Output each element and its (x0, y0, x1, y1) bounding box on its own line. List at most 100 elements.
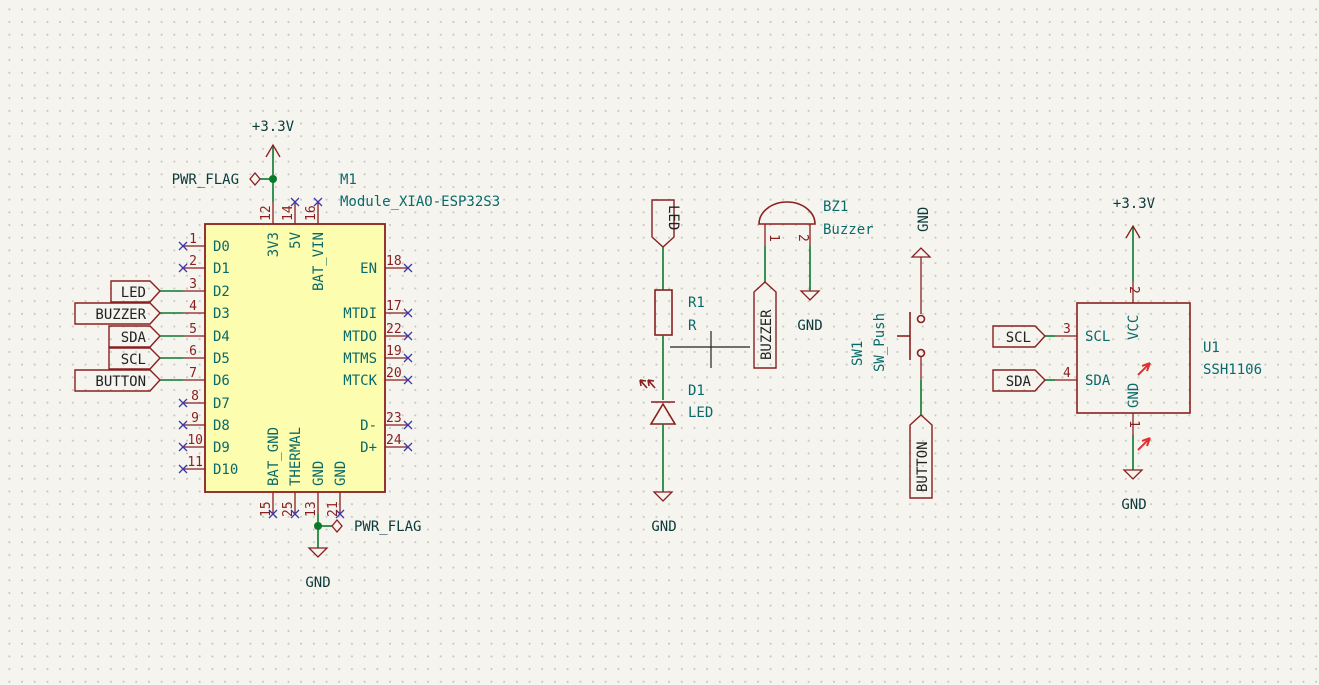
net-label-buzzer[interactable] (74, 302, 161, 325)
module-power-top[interactable]: +3.3V PWR_FLAG (172, 119, 295, 202)
pin-num: 2 (189, 254, 197, 269)
gnd-label: GND (1121, 497, 1146, 513)
pin-num: 17 (386, 299, 402, 314)
net-label-text: SCL (1006, 330, 1031, 346)
net-label-scl[interactable] (992, 325, 1046, 348)
pin-num: 3 (189, 277, 197, 292)
pin-num: 6 (189, 344, 197, 359)
pwr-flag-icon (249, 171, 261, 187)
ground-icon (1122, 469, 1144, 480)
pin-name: MTDI (343, 306, 377, 322)
net-label-button[interactable] (909, 414, 933, 499)
pin-num: 1 (189, 232, 197, 247)
pin-num: 10 (187, 433, 203, 448)
pin-name: D5 (213, 351, 230, 367)
ground-icon (652, 491, 674, 502)
sw1-ref: SW1 (850, 341, 866, 366)
pin-num: 8 (191, 389, 199, 404)
pin-name: GND (311, 461, 327, 486)
xiao-module[interactable]: M1 Module_XIAO-ESP32S3 (204, 172, 500, 493)
pin-num: 2 (1126, 286, 1141, 294)
erc-marker-icon[interactable] (1137, 362, 1151, 376)
led-diode-d1[interactable] (639, 379, 677, 425)
net-label-button[interactable] (74, 369, 161, 392)
net-label-text: SDA (1006, 374, 1032, 390)
module-right-pins: 18 17 22 19 20 23 24 EN MTDI MTDO MTMS M… (343, 254, 413, 456)
pin-num: 4 (1063, 366, 1071, 381)
switch-sw1[interactable]: GND SW1 SW_Push BUTTON (850, 207, 933, 499)
net-label-scl[interactable] (108, 347, 161, 370)
pin-name: SDA (1085, 373, 1111, 389)
net-label-text: LED (665, 205, 681, 230)
pin-name: BAT_GND (266, 427, 282, 486)
net-label-led[interactable] (651, 199, 675, 248)
pin-name: D+ (360, 440, 377, 456)
junction-dot (269, 175, 277, 183)
bz1-ref: BZ1 (823, 199, 848, 215)
pin-name: D10 (213, 462, 238, 478)
resistor-r1[interactable] (654, 289, 673, 336)
net-label-buzzer[interactable] (753, 281, 777, 369)
pin-name: D8 (213, 418, 230, 434)
display-u1[interactable]: U1 SSH1106 3 4 SCL SDA SCL SDA +3.3V 2 V… (992, 196, 1262, 513)
pin-name: GND (1126, 383, 1142, 408)
module-bottom-pins: 15 25 13 21 BAT_GND THERMAL GND GND (259, 427, 349, 519)
buzzer-bz1[interactable]: 1 2 BZ1 Buzzer BUZZER GND (753, 199, 874, 369)
pin-name: D2 (213, 284, 230, 300)
pin-name: D- (360, 418, 377, 434)
net-label-text: SDA (121, 330, 147, 346)
power-3v3-label: +3.3V (252, 119, 295, 135)
pin-num: 22 (386, 322, 402, 337)
net-label-sda[interactable] (108, 325, 161, 348)
module-power-bottom[interactable]: PWR_FLAG GND (305, 514, 421, 591)
pin-name: D7 (213, 396, 230, 412)
r1-value: R (688, 318, 697, 334)
pin-name: GND (333, 461, 349, 486)
gnd-label: GND (916, 207, 932, 232)
sw1-value: SW_Push (872, 313, 888, 372)
gnd-label: GND (305, 575, 330, 591)
pin-num: 18 (386, 254, 402, 269)
module-body[interactable] (204, 223, 386, 493)
net-label-text: BUTTON (95, 374, 146, 390)
pin-num: 11 (187, 455, 203, 470)
r1-ref: R1 (688, 295, 705, 311)
pin-num: 15 (259, 501, 274, 517)
pin-num: 3 (1063, 322, 1071, 337)
pin-name: MTCK (343, 373, 377, 389)
buzzer-body[interactable] (758, 201, 816, 225)
net-label-text: SCL (121, 352, 146, 368)
pin-name: 5V (288, 231, 304, 248)
pin-num: 12 (259, 205, 274, 221)
net-label-sda[interactable] (992, 369, 1046, 392)
net-label-led[interactable] (110, 280, 161, 303)
pin-num: 1 (766, 234, 781, 242)
erc-marker-icon[interactable] (1137, 437, 1151, 451)
pin-num: 7 (189, 366, 197, 381)
pin-num: 19 (386, 344, 402, 359)
pin-num: 1 (1126, 420, 1141, 428)
pin-name: 3V3 (266, 232, 282, 257)
pin-num: 5 (189, 322, 197, 337)
pin-name: BAT_VIN (311, 232, 327, 291)
pin-num: 23 (386, 411, 402, 426)
net-label-text: BUZZER (759, 309, 775, 360)
pin-num: 9 (191, 411, 199, 426)
pin-name: MTMS (343, 351, 377, 367)
led-circuit[interactable]: LED R1 R D1 LED GND (639, 199, 750, 535)
d1-ref: D1 (688, 383, 705, 399)
pin-num: 21 (326, 501, 341, 517)
pin-name: D1 (213, 261, 230, 277)
gnd-label: GND (797, 318, 822, 334)
pin-name: D3 (213, 306, 230, 322)
ground-icon (910, 247, 932, 258)
bz1-value: Buzzer (823, 222, 874, 238)
no-connect-marks (178, 241, 188, 474)
pin-num: 2 (795, 234, 810, 242)
module-net-labels: LED BUZZER SDA SCL BUTTON (74, 280, 183, 392)
net-label-text: LED (121, 285, 146, 301)
pin-name: MTDO (343, 329, 377, 345)
ground-icon (799, 290, 821, 301)
pin-num: 14 (281, 205, 296, 221)
